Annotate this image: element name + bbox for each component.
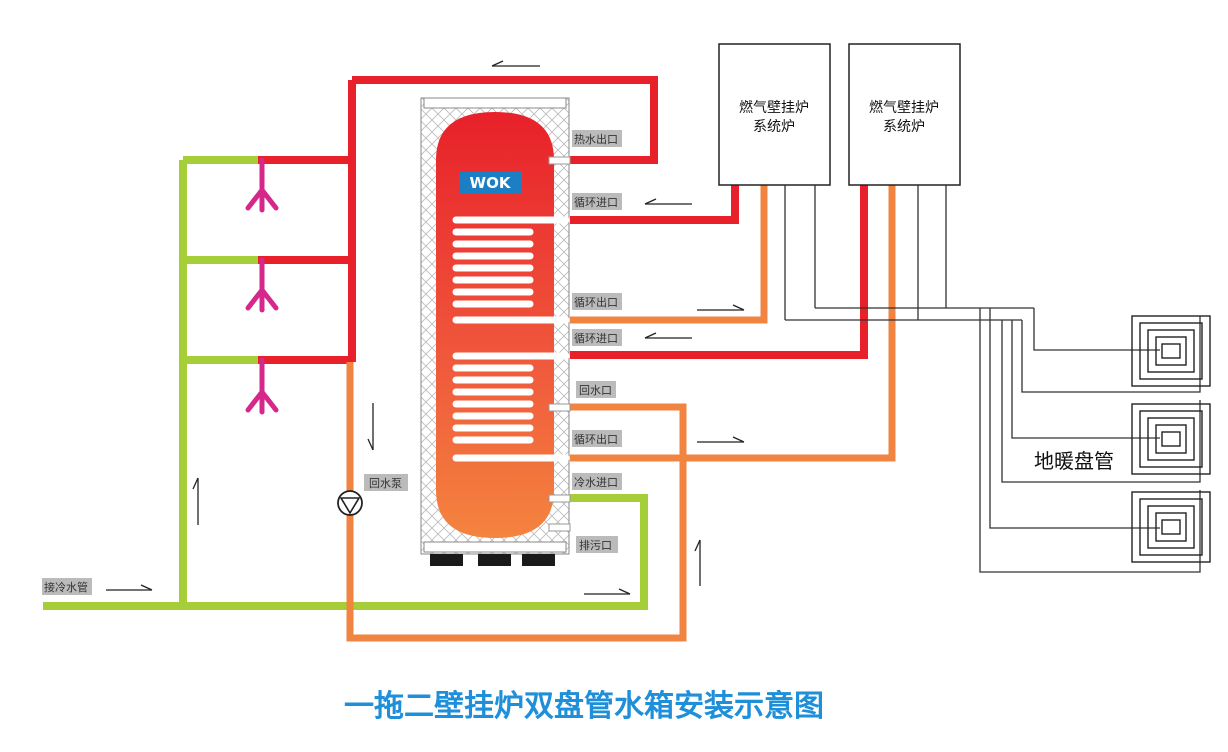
cold-water-pipes <box>43 156 648 610</box>
boiler-2: 燃气壁挂炉 系统炉 <box>848 43 961 186</box>
label-circulation-inlet-2: 循环进口 <box>574 332 618 345</box>
flow-arrows <box>106 60 745 595</box>
lower-coil <box>452 352 570 462</box>
diagram-title: 一拖二壁挂炉双盘管水箱安装示意图 <box>344 689 824 724</box>
label-circulation-inlet-1: 循环进口 <box>574 196 618 209</box>
floor-heating-coil-2 <box>1131 403 1211 475</box>
arrow-right-icon <box>697 436 745 443</box>
wok-logo <box>459 172 522 193</box>
return-pump: 回水泵 <box>337 474 408 516</box>
boiler-1-name: 燃气壁挂炉 <box>739 99 809 116</box>
wok-logo-text: WOK <box>470 174 512 192</box>
upper-coil <box>452 216 570 324</box>
arrow-up-icon <box>192 477 199 525</box>
shower-head-2 <box>245 257 279 313</box>
label-return-pump: 回水泵 <box>369 477 402 490</box>
label-hot-water-outlet: 热水出口 <box>574 132 618 146</box>
floor-heating-pipes <box>784 185 1201 573</box>
boiler-2-type: 系统炉 <box>883 119 925 135</box>
arrow-down-icon <box>367 403 374 451</box>
arrow-right-icon <box>106 584 153 591</box>
label-cold-water-supply: 接冷水管 <box>44 580 88 594</box>
floor-heating-coil-1 <box>1131 315 1211 387</box>
water-tank: WOK <box>420 97 571 566</box>
tank-foot <box>522 554 555 566</box>
arrow-up-icon <box>694 539 701 586</box>
label-drain: 排污口 <box>579 538 612 552</box>
boiler-2-name: 燃气壁挂炉 <box>869 99 939 116</box>
port-stubs <box>548 156 571 532</box>
hot-water-pipes <box>258 76 868 364</box>
boiler-1: 燃气壁挂炉 系统炉 <box>718 43 831 186</box>
label-return-port: 回水口 <box>579 384 612 397</box>
label-cold-water-inlet: 冷水进口 <box>574 476 618 489</box>
arrow-right-icon <box>584 588 631 595</box>
shower-head-3 <box>245 357 279 415</box>
arrow-right-icon <box>697 304 745 311</box>
label-floor-heating-coils: 地暖盘管 <box>1034 449 1114 473</box>
boiler-1-type: 系统炉 <box>753 119 795 135</box>
arrow-left-icon <box>491 60 540 67</box>
tank-foot <box>430 554 463 566</box>
shower-head-1 <box>245 157 279 213</box>
shower-heads <box>245 157 279 415</box>
arrow-left-icon <box>644 198 692 205</box>
label-circulation-outlet-2: 循环出口 <box>574 432 618 446</box>
port-labels: 热水出口 循环进口 循环出口 循环进口 回水口 循环出口 冷水进口 排污口 <box>572 130 622 553</box>
arrow-left-icon <box>644 332 692 339</box>
circulation-pipes <box>346 185 896 642</box>
floor-heating-coil-3 <box>1131 491 1211 563</box>
tank-foot <box>478 554 511 566</box>
label-circulation-outlet-1: 循环出口 <box>574 295 618 309</box>
